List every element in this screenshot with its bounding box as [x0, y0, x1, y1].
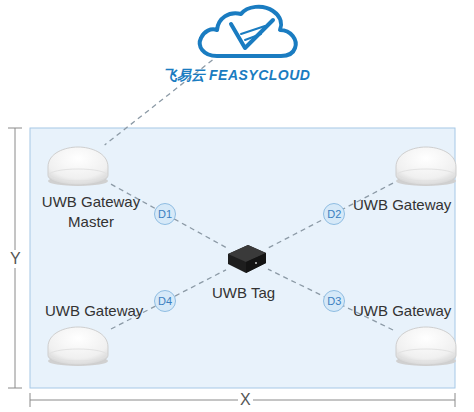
gateway-icon	[45, 145, 111, 187]
tag-node: UWB Tag	[226, 242, 268, 276]
device-edge	[397, 349, 455, 361]
device-edge	[49, 349, 107, 361]
dimension-tick	[8, 388, 22, 389]
logo-mark	[231, 20, 273, 48]
dimension-tick	[455, 393, 456, 407]
dashed-connector	[111, 270, 226, 329]
distance-badge: D1	[154, 203, 176, 225]
distance-label: D4	[158, 295, 172, 307]
cloud-node: 飞易云FEASYCLOUD	[195, 4, 301, 60]
dashed-connector	[105, 60, 213, 145]
gateway-icon	[393, 325, 459, 367]
distance-badge: D2	[323, 203, 345, 225]
gateway-device	[48, 147, 108, 185]
distance-label: D2	[327, 208, 341, 220]
node-label: UWB Gateway	[45, 301, 143, 321]
cloud-icon	[195, 4, 301, 60]
node-label: 飞易云	[163, 66, 205, 84]
distance-label: D3	[327, 295, 341, 307]
dimension-label: Y	[8, 250, 23, 268]
gateway-icon	[393, 145, 459, 187]
logo-mark	[241, 26, 265, 40]
gateway-node: UWB Gateway	[45, 325, 111, 367]
gateway-node: UWB Gateway	[393, 325, 459, 367]
tag-side	[246, 253, 266, 273]
gateway-device	[396, 147, 456, 185]
node-label: UWB Gateway Master	[39, 192, 143, 232]
device-edge	[49, 169, 107, 181]
dashed-connector	[268, 269, 393, 330]
node-label: FEASYCLOUD	[209, 66, 310, 84]
gateway-node: UWB Gateway	[393, 145, 459, 187]
gateway-node: UWB Gateway Master	[45, 145, 111, 187]
gateway-device	[396, 327, 456, 365]
node-label: UWB Tag	[212, 283, 275, 303]
distance-label: D1	[158, 208, 172, 220]
cloud-outline	[200, 7, 296, 56]
device-edge	[397, 169, 455, 181]
tag-icon	[226, 242, 268, 276]
dimension-label: X	[238, 391, 253, 409]
tag-led	[255, 262, 257, 264]
node-label: UWB Gateway	[353, 195, 451, 215]
gateway-icon	[45, 325, 111, 367]
room-area	[30, 128, 455, 388]
dimension-tick	[8, 128, 22, 129]
dimension-tick	[30, 393, 31, 407]
tag-body	[228, 245, 266, 273]
gateway-device	[48, 327, 108, 365]
node-label: UWB Gateway	[353, 301, 451, 321]
dashed-connector	[268, 183, 393, 248]
